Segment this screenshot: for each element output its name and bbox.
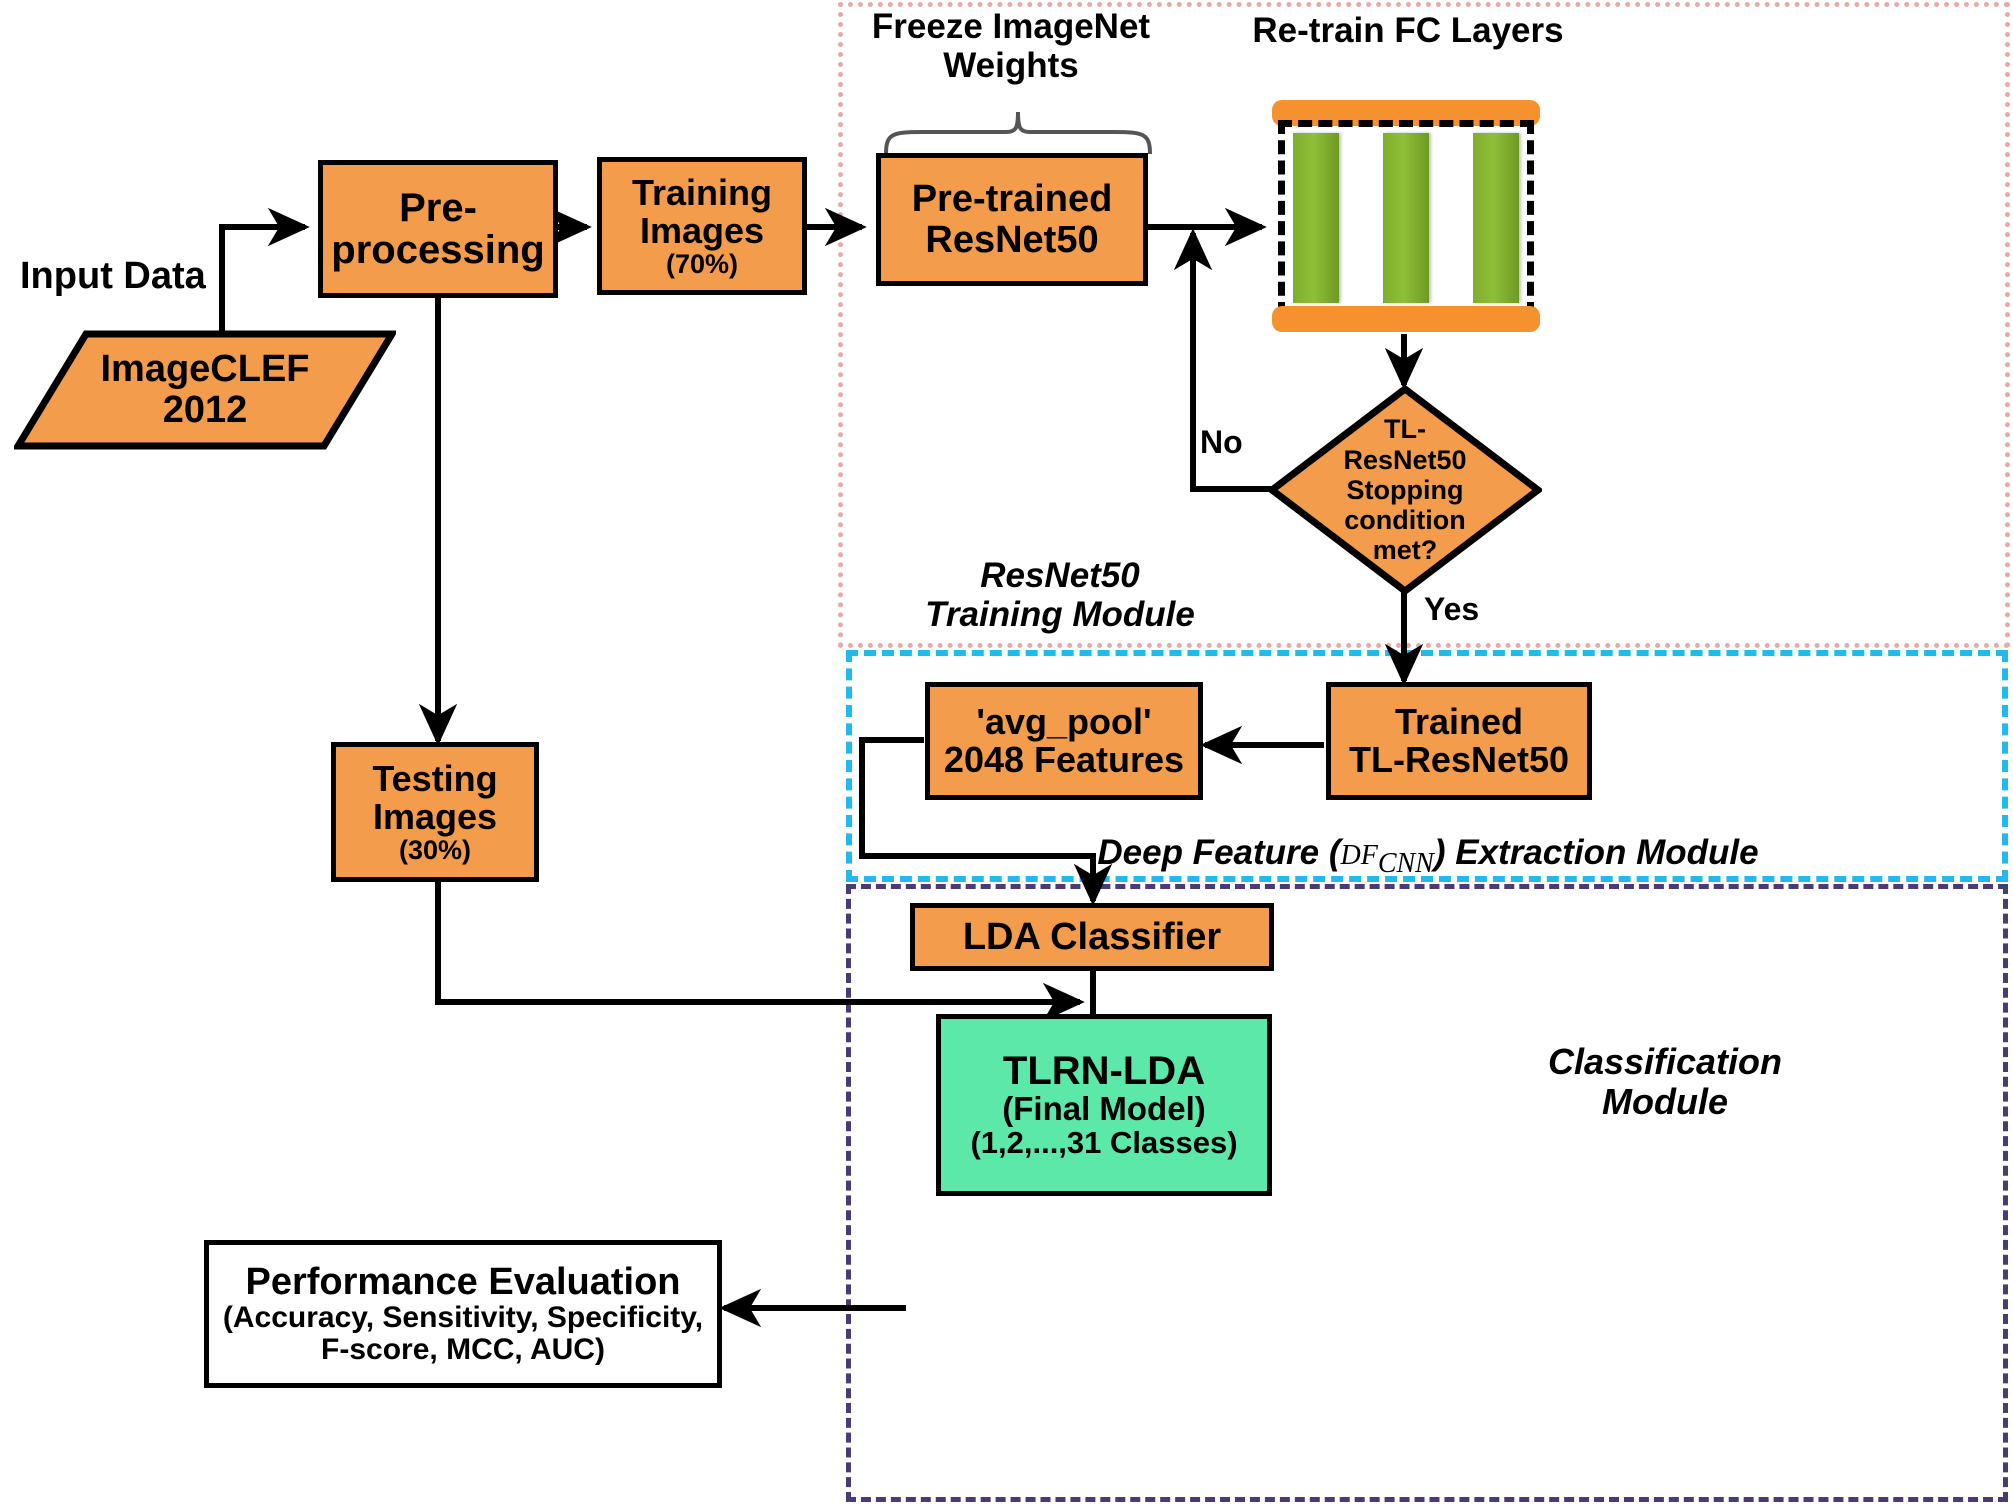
fc-layer-bar-3 <box>1473 133 1519 303</box>
preprocessing-line-2: processing <box>331 228 545 272</box>
lda-classifier-line-1: LDA Classifier <box>962 915 1222 958</box>
stopping-line-4: condition <box>1344 505 1466 536</box>
node-training-images[interactable]: Training Images (70%) <box>597 157 807 295</box>
freeze-weights-brace-icon <box>882 110 1154 156</box>
pretrained-resnet-line-1: Pre-trained <box>911 178 1113 221</box>
training-images-line-2: Images <box>639 209 765 251</box>
fc-layer-bar-1 <box>1293 133 1339 303</box>
dataset-line-2: 2012 <box>162 389 248 431</box>
module-frame-deep-feature <box>846 650 2008 882</box>
node-testing-images[interactable]: Testing Images (30%) <box>331 742 539 882</box>
node-pretrained-resnet50[interactable]: Pre-trained ResNet50 <box>876 153 1148 286</box>
stopping-line-1: TL- <box>1384 414 1426 445</box>
avg-pool-line-2: 2048 Features <box>943 739 1185 780</box>
freeze-imagenet-weights-label: Freeze ImageNet Weights <box>871 7 1151 85</box>
edge-label-no: No <box>1200 424 1243 460</box>
node-stopping-condition[interactable]: TL- ResNet50 Stopping condition met? <box>1268 385 1542 595</box>
deep-feature-symbol: DF <box>1340 839 1378 871</box>
stopping-line-2: ResNet50 <box>1343 444 1467 475</box>
pretrained-resnet-line-2: ResNet50 <box>925 218 1099 261</box>
node-performance-evaluation[interactable]: Performance Evaluation (Accuracy, Sensit… <box>204 1240 722 1388</box>
module-frame-classification <box>846 884 2008 1502</box>
testing-images-line-3: (30%) <box>398 834 472 865</box>
node-avg-pool-features[interactable]: 'avg_pool' 2048 Features <box>925 682 1203 800</box>
edge-label-yes: Yes <box>1424 591 1480 627</box>
preprocessing-line-1: Pre- <box>399 185 477 230</box>
node-dataset[interactable]: ImageCLEF 2012 <box>14 330 396 450</box>
trained-tl-resnet-line-2: TL-ResNet50 <box>1348 739 1570 780</box>
deep-feature-prefix: Deep Feature ( <box>1097 832 1341 872</box>
final-model-line-1: TLRN-LDA <box>1002 1048 1206 1093</box>
final-model-line-3: (1,2,...,31 Classes) <box>970 1125 1238 1161</box>
module-label-classification: Classification Module <box>1547 1041 1783 1122</box>
training-images-line-1: Training <box>631 171 772 213</box>
performance-line-3: F-score, MCC, AUC) <box>321 1333 605 1367</box>
node-preprocessing[interactable]: Pre- processing <box>318 160 558 298</box>
retrain-fc-layers-label: Re-train FC Layers <box>1252 11 1564 50</box>
module-label-deep-feature: Deep Feature (DFCNN) Extraction Module <box>858 795 1998 879</box>
trained-tl-resnet-line-1: Trained <box>1394 700 1524 742</box>
fc-dashed-container <box>1278 120 1534 316</box>
avg-pool-line-1: 'avg_pool' <box>976 700 1152 742</box>
dataset-line-1: ImageCLEF <box>100 347 310 390</box>
fc-layer-bar-2 <box>1383 133 1429 303</box>
node-trained-tl-resnet50[interactable]: Trained TL-ResNet50 <box>1326 682 1592 800</box>
testing-images-line-1: Testing <box>372 757 498 799</box>
performance-line-1: Performance Evaluation <box>245 1261 681 1304</box>
deep-feature-subscript: CNN <box>1377 847 1434 879</box>
module-frame-resnet-training <box>838 2 2010 648</box>
module-label-resnet-training: ResNet50 Training Module <box>925 556 1195 634</box>
fc-layers-block[interactable] <box>1272 100 1540 332</box>
fc-brace-bottom-icon <box>1272 306 1540 332</box>
deep-feature-suffix: ) Extraction Module <box>1433 832 1759 872</box>
stopping-line-5: met? <box>1372 535 1438 566</box>
performance-line-2: (Accuracy, Sensitivity, Specificity, <box>222 1301 704 1335</box>
final-model-line-2: (Final Model) <box>1002 1090 1206 1128</box>
training-images-line-3: (70%) <box>665 248 739 279</box>
testing-images-line-2: Images <box>372 795 498 837</box>
node-final-model[interactable]: TLRN-LDA (Final Model) (1,2,...,31 Class… <box>936 1014 1272 1196</box>
stopping-line-3: Stopping <box>1346 474 1464 505</box>
input-data-label: Input Data <box>20 255 206 297</box>
node-lda-classifier[interactable]: LDA Classifier <box>910 903 1274 971</box>
